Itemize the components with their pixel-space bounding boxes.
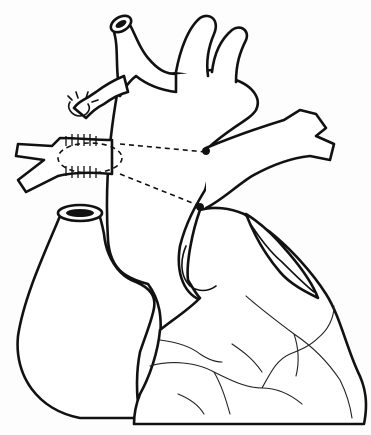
left-pulmonary-artery bbox=[16, 138, 112, 192]
vessel-cut-mark-upper bbox=[202, 147, 210, 155]
left-branch-vessel bbox=[212, 28, 247, 82]
middle-branch-vessel bbox=[176, 16, 216, 76]
